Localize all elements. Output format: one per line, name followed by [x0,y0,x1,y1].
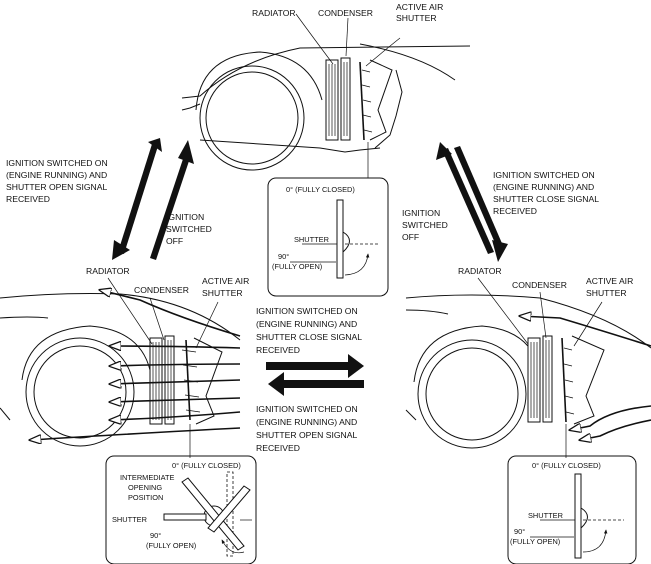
condenser [164,335,175,425]
svg-text:IGNITION: IGNITION [402,208,440,218]
arrow-close-horizontal [266,354,364,378]
condenser [542,335,553,423]
airflow-arrows-left [30,290,241,440]
airflow-arrows-right [520,316,651,440]
shutter-blade-intermediate [181,477,245,551]
radiator [325,59,339,141]
shutter-label: SHUTTER [528,511,563,520]
intermediate-label-line3: POSITION [128,493,163,502]
active-air-shutter [359,61,373,141]
svg-text:OFF: OFF [402,232,419,242]
transition-top-right: IGNITION SWITCHED ON (ENGINE RUNNING) AN… [493,170,599,216]
top-car [181,13,471,178]
active-air-label-line1: ACTIVE AIR [586,276,633,286]
svg-text:IGNITION SWITCHED ON: IGNITION SWITCHED ON [256,404,358,414]
active-air-label-line1: ACTIVE AIR [202,276,249,286]
shutter-blade [574,473,582,559]
svg-text:RECEIVED: RECEIVED [493,206,537,216]
svg-text:SWITCHED: SWITCHED [166,224,212,234]
fully-closed-label: 0° (FULLY CLOSED) [286,185,355,194]
svg-text:(ENGINE RUNNING) AND: (ENGINE RUNNING) AND [6,170,107,180]
svg-text:SHUTTER CLOSE SIGNAL: SHUTTER CLOSE SIGNAL [256,332,362,342]
condenser [340,57,351,141]
arrow-open-diagonal [112,138,162,260]
svg-text:SHUTTER OPEN SIGNAL: SHUTTER OPEN SIGNAL [6,182,107,192]
shutter-blade-open [163,513,207,521]
radiator [527,337,541,423]
front-wheel [25,337,135,447]
condenser-label: CONDENSER [134,285,189,295]
arrow-off-diagonal [150,140,194,260]
svg-text:(ENGINE RUNNING) AND: (ENGINE RUNNING) AND [256,319,357,329]
radiator-label: RADIATOR [252,8,296,18]
active-air-label-line2: SHUTTER [586,288,627,298]
deg90-label: 90° [278,252,289,261]
right-car [405,277,651,458]
left-car [0,277,241,458]
radiator-label: RADIATOR [86,266,130,276]
svg-text:IGNITION SWITCHED ON: IGNITION SWITCHED ON [256,306,358,316]
active-air-label-line2: SHUTTER [202,288,243,298]
front-wheel [199,65,305,171]
fully-closed-label: 0° (FULLY CLOSED) [532,461,601,470]
svg-text:IGNITION: IGNITION [166,212,204,222]
fully-open-label: (FULLY OPEN) [146,541,196,550]
detail-box-fully-closed-right: 0° (FULLY CLOSED) SHUTTER 90° (FULLY OPE… [507,455,637,564]
svg-text:IGNITION SWITCHED ON: IGNITION SWITCHED ON [6,158,108,168]
svg-text:SWITCHED: SWITCHED [402,220,448,230]
svg-text:RECEIVED: RECEIVED [6,194,50,204]
shutter-label: SHUTTER [294,235,329,244]
svg-text:SHUTTER CLOSE SIGNAL: SHUTTER CLOSE SIGNAL [493,194,599,204]
shutter-blade [336,199,344,279]
intermediate-label-line2: OPENING [128,483,162,492]
svg-text:RECEIVED: RECEIVED [256,443,300,453]
detail-box-fully-closed-top: 0° (FULLY CLOSED) SHUTTER 90° (FULLY OPE… [267,177,389,297]
active-air-label-line1: ACTIVE AIR [396,2,443,12]
arrow-close-diagonal [436,142,494,254]
svg-text:(ENGINE RUNNING) AND: (ENGINE RUNNING) AND [493,182,594,192]
intermediate-label-line1: INTERMEDIATE [120,473,175,482]
arrow-off-diagonal-right [454,146,508,262]
fully-closed-label: 0° (FULLY CLOSED) [172,461,241,470]
deg90-label: 90° [150,531,161,540]
fully-open-label: (FULLY OPEN) [272,262,322,271]
transition-ignition-off-left: IGNITION SWITCHED OFF [166,212,212,246]
svg-text:(ENGINE RUNNING) AND: (ENGINE RUNNING) AND [256,417,357,427]
detail-box-intermediate: 0° (FULLY CLOSED) INTERMEDIATE OPENING P… [105,455,257,564]
active-air-label-line2: SHUTTER [396,13,437,23]
transition-top-left: IGNITION SWITCHED ON (ENGINE RUNNING) AN… [6,158,108,204]
transition-middle-close: IGNITION SWITCHED ON (ENGINE RUNNING) AN… [256,306,362,355]
svg-text:SHUTTER OPEN SIGNAL: SHUTTER OPEN SIGNAL [256,430,357,440]
deg90-label: 90° [514,527,525,536]
radiator-label: RADIATOR [458,266,502,276]
fully-open-label: (FULLY OPEN) [510,537,560,546]
transition-middle-open: IGNITION SWITCHED ON (ENGINE RUNNING) AN… [256,404,358,453]
arrow-open-horizontal [268,372,364,396]
radiator [149,337,163,425]
condenser-label: CONDENSER [318,8,373,18]
condenser-label: CONDENSER [512,280,567,290]
svg-text:RECEIVED: RECEIVED [256,345,300,355]
svg-text:IGNITION SWITCHED ON: IGNITION SWITCHED ON [493,170,595,180]
transition-ignition-off-right: IGNITION SWITCHED OFF [402,208,448,242]
active-air-shutter [181,339,201,421]
svg-text:OFF: OFF [166,236,183,246]
active-air-shutter [561,337,575,423]
front-wheel [417,339,527,449]
shutter-label: SHUTTER [112,515,147,524]
